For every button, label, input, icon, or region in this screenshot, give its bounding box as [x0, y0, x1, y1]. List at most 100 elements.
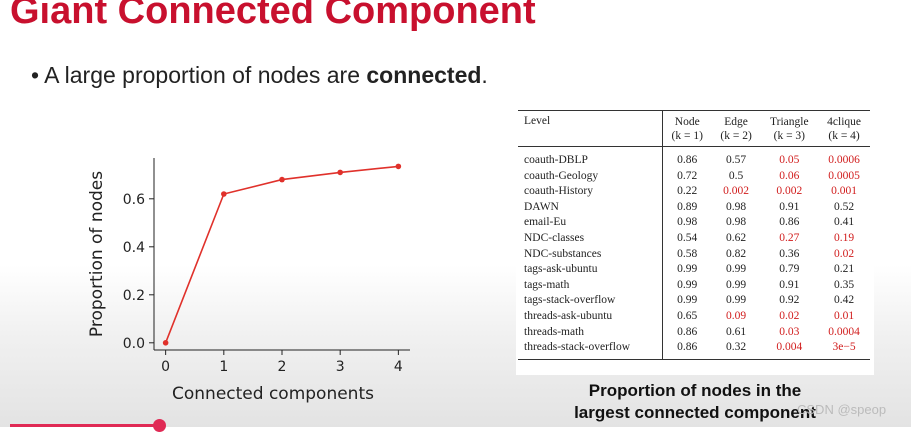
- table-cell: 0.03: [779, 325, 800, 338]
- table-cell: 0.27: [779, 231, 800, 244]
- table-cell: 0.98: [726, 200, 747, 213]
- column-header: Node (k = 1): [661, 110, 712, 147]
- column-header-subtitle: (k = 3): [773, 130, 806, 142]
- row-level-name: coauth-Geology: [524, 169, 599, 182]
- table-header-row: Level Node (k = 1) Edge (k = 2) Triangle(k = …: [518, 110, 870, 147]
- x-tick-label: 2: [278, 359, 287, 375]
- caption-line-1: Proportion of nodes in the: [588, 381, 802, 400]
- table-cell: 0.86: [661, 340, 712, 360]
- column-header: 4clique(k = 4): [818, 111, 870, 147]
- row-level-name: threads-stack-overflow: [524, 341, 631, 354]
- table-cell: 0.54: [661, 230, 712, 247]
- chart-y-axis-label: Proportion of nodes: [87, 171, 107, 337]
- table-row: tags-math 0.99 0.99 0.91 0.35: [518, 277, 870, 294]
- table-cell: 0.02: [834, 247, 855, 260]
- x-tick-label: 4: [394, 359, 403, 375]
- table-cell: 0.5: [728, 169, 744, 182]
- row-level-name: tags-math: [524, 278, 570, 291]
- table-cell: 0.32: [726, 341, 747, 354]
- table-cell: 0.99: [661, 293, 712, 309]
- row-level-name: email-Eu: [524, 216, 567, 229]
- table-cell: 0.91: [779, 200, 800, 213]
- x-tick-label: 3: [336, 359, 345, 375]
- table-cell: 0.21: [834, 263, 855, 276]
- table-cell: 0.09: [726, 309, 747, 322]
- table-cell: 0.0005: [828, 169, 860, 182]
- table-caption: Proportion of nodes in the largest conne…: [540, 380, 850, 424]
- table-cell: 0.002: [776, 185, 803, 198]
- table-cell: 0.61: [726, 325, 747, 338]
- table-cell: 0.41: [834, 216, 855, 229]
- table-cell: 0.91: [779, 278, 800, 291]
- column-header-title: 4clique: [827, 116, 861, 128]
- table-cell: 0.89: [661, 199, 712, 216]
- table-cell: 0.92: [779, 294, 800, 307]
- column-header-subtitle: (k = 1): [671, 130, 703, 142]
- x-tick-label: 0: [161, 359, 170, 375]
- table-cell: 0.99: [661, 277, 712, 294]
- table-cell: 0.35: [834, 278, 855, 291]
- data-point: [221, 191, 227, 197]
- table-cell: 0.79: [779, 263, 800, 276]
- bullet-suffix: .: [481, 62, 488, 88]
- data-point: [337, 169, 343, 176]
- table-cell: 0.42: [834, 294, 855, 307]
- results-table-card: Level Node (k = 1) Edge (k = 2) Triangle(k = …: [516, 110, 874, 375]
- y-tick-label: 0.4: [123, 240, 145, 256]
- table-cell: 0.22: [661, 184, 712, 200]
- column-header-level: Level: [518, 111, 662, 147]
- table-cell: 0.86: [661, 146, 712, 169]
- row-level-name: coauth-History: [524, 185, 593, 198]
- progress-scrubber-handle[interactable]: [153, 419, 166, 432]
- table-cell: 0.86: [779, 216, 800, 229]
- table-cell: 0.82: [726, 247, 747, 260]
- video-progress-bar[interactable]: [10, 419, 166, 432]
- table-cell: 0.58: [661, 246, 712, 263]
- y-tick-label: 0.0: [123, 336, 145, 352]
- row-level-name: coauth-DBLP: [524, 154, 588, 166]
- column-header-title: Node: [674, 116, 700, 128]
- watermark: CSDN @speop: [797, 402, 887, 417]
- row-level-name: threads-math: [524, 325, 585, 338]
- row-level-name: NDC-classes: [524, 231, 585, 244]
- table-cell: 0.98: [661, 215, 712, 231]
- table-cell: 0.0006: [828, 154, 860, 166]
- table-cell: 0.72: [661, 168, 712, 185]
- table-cell: 0.99: [661, 262, 712, 278]
- table-cell: 0.86: [661, 324, 712, 341]
- column-header: Triangle(k = 3): [760, 111, 818, 147]
- y-tick-label: 0.6: [123, 192, 145, 208]
- series-line: [164, 165, 399, 344]
- chart-marks: [162, 163, 402, 346]
- results-table: Level Node (k = 1) Edge (k = 2) Triangle(k = …: [518, 110, 870, 360]
- y-tick-label: 0.2: [123, 288, 145, 304]
- table-cell: 0.99: [726, 278, 747, 291]
- data-point: [395, 163, 402, 170]
- table-cell: 0.002: [723, 185, 750, 198]
- caption-line-2: largest connected component: [574, 403, 816, 422]
- slide-title: Giant Connected Component: [10, 0, 536, 32]
- table-cell: 0.06: [779, 169, 800, 182]
- column-header-title: Edge: [724, 116, 748, 128]
- chart-x-axis-label: Connected components: [172, 384, 374, 404]
- data-point: [162, 340, 169, 346]
- row-level-name: tags-ask-ubuntu: [524, 263, 598, 276]
- row-level-name: tags-stack-overflow: [524, 294, 616, 307]
- bullet-text: • A large proportion of nodes are: [31, 62, 367, 88]
- table-cell: 0.65: [661, 308, 712, 325]
- column-header-subtitle: (k = 2): [720, 130, 752, 142]
- table-cell: 0.02: [779, 309, 800, 322]
- table-cell: 0.01: [834, 309, 855, 322]
- table-cell: 0.19: [834, 231, 855, 244]
- table-cell: 0.36: [779, 247, 800, 260]
- table-cell: 3e−5: [832, 341, 856, 354]
